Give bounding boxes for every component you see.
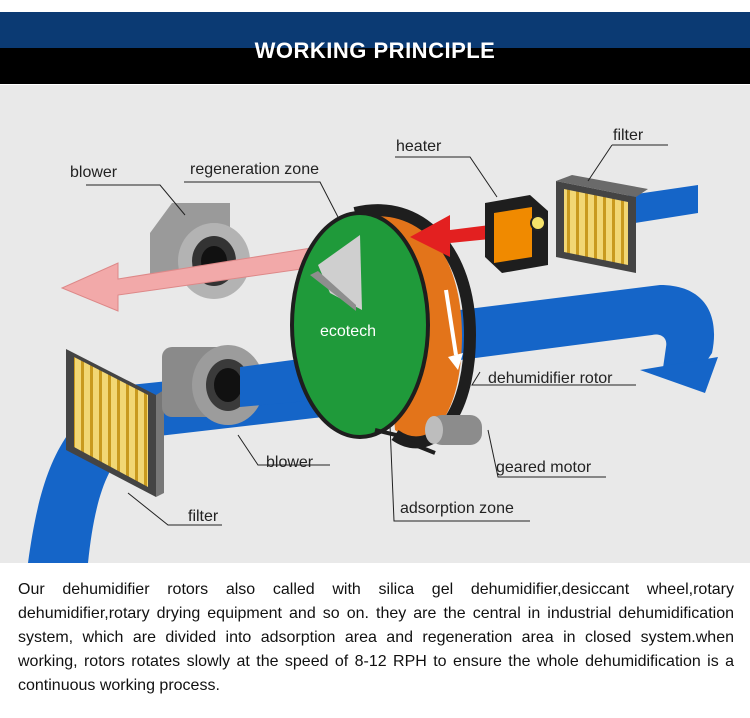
process-air-outlet-duct <box>460 285 718 393</box>
regeneration-exhaust-arrow <box>60 244 331 312</box>
rotation-arrow <box>444 289 463 370</box>
label-heater: heater <box>396 138 442 155</box>
label-filter-bottom: filter <box>188 508 219 525</box>
label-blower-bottom: blower <box>266 454 314 471</box>
banner-blue-band <box>0 12 750 48</box>
label-adsorption-zone: adsorption zone <box>400 500 514 517</box>
geared-motor <box>374 415 482 455</box>
page-title: WORKING PRINCIPLE <box>254 38 496 63</box>
filter-bottom <box>66 349 164 497</box>
dehumidifier-rotor <box>290 204 477 449</box>
title-banner: WORKING PRINCIPLE <box>0 12 750 84</box>
label-filter-top: filter <box>613 127 644 144</box>
brand-logo-text: ecotech <box>320 323 376 340</box>
label-blower-top: blower <box>70 164 118 181</box>
heater <box>485 195 548 273</box>
label-dehumidifier-rotor: dehumidifier rotor <box>488 370 613 387</box>
label-geared-motor: geared motor <box>496 459 592 476</box>
working-principle-diagram: blower regeneration zone heater filter e… <box>0 85 750 563</box>
description-paragraph: Our dehumidifier rotors also called with… <box>18 581 734 694</box>
heated-air-arrow <box>410 215 490 257</box>
label-regeneration-zone: regeneration zone <box>190 161 319 178</box>
leader-lines <box>86 144 668 526</box>
filter-top <box>556 175 648 273</box>
diagram-canvas: blower regeneration zone heater filter e… <box>28 127 718 563</box>
